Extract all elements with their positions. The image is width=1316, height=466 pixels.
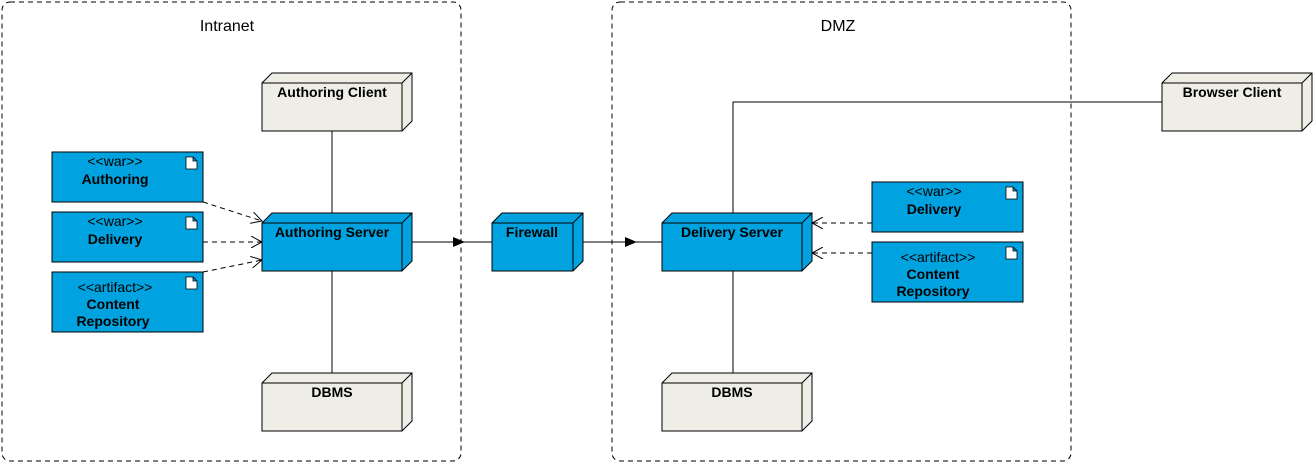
artifact-name: Authoring bbox=[82, 171, 149, 187]
artifact-stereotype: <<artifact>> bbox=[78, 279, 153, 295]
artifact-name-line1: Content bbox=[87, 296, 140, 312]
dep-content-repo bbox=[202, 260, 262, 273]
document-icon bbox=[1005, 186, 1018, 200]
artifact-stereotype: <<war>> bbox=[906, 183, 961, 199]
node-firewall: Firewall bbox=[491, 212, 584, 272]
artifact-name: Delivery bbox=[907, 201, 962, 217]
node-label: Browser Client bbox=[1183, 84, 1282, 100]
artifact-war-authoring: <<war>> Authoring bbox=[51, 151, 204, 203]
document-icon bbox=[185, 216, 198, 230]
link-delivery-browser bbox=[732, 101, 1162, 213]
connections bbox=[331, 101, 1162, 373]
node-label: Authoring Client bbox=[277, 84, 387, 100]
node-label: DBMS bbox=[711, 384, 752, 400]
document-icon bbox=[1005, 246, 1018, 260]
region-intranet: Intranet bbox=[1, 1, 462, 462]
document-icon bbox=[185, 276, 198, 290]
artifact-name: Delivery bbox=[88, 231, 143, 247]
artifact-content-repository: <<artifact>> Content Repository bbox=[51, 271, 204, 333]
node-dmz-dbms: DBMS bbox=[661, 372, 813, 432]
node-authoring-client: Authoring Client bbox=[261, 72, 413, 132]
node-label: Authoring Server bbox=[275, 224, 390, 240]
artifact-dmz-war-delivery: <<war>> Delivery bbox=[871, 181, 1024, 233]
artifact-name-line1: Content bbox=[907, 266, 960, 282]
artifact-stereotype: <<war>> bbox=[87, 213, 142, 229]
node-browser-client: Browser Client bbox=[1161, 72, 1313, 132]
region-title-dmz: DMZ bbox=[821, 18, 856, 35]
node-intranet-dbms: DBMS bbox=[261, 372, 413, 432]
dep-war-authoring bbox=[202, 201, 262, 221]
node-delivery-server: Delivery Server bbox=[661, 212, 813, 272]
artifact-war-delivery: <<war>> Delivery bbox=[51, 211, 204, 263]
dependencies bbox=[202, 201, 872, 273]
node-label: DBMS bbox=[311, 384, 352, 400]
node-label: Delivery Server bbox=[681, 224, 784, 240]
region-dmz: DMZ bbox=[611, 1, 1072, 462]
artifact-dmz-content-repository: <<artifact>> Content Repository bbox=[871, 241, 1024, 303]
artifact-stereotype: <<war>> bbox=[87, 153, 142, 169]
node-authoring-server: Authoring Server bbox=[261, 212, 413, 272]
region-title-intranet: Intranet bbox=[200, 18, 255, 35]
artifact-name-line2: Repository bbox=[76, 313, 149, 329]
artifact-name-line2: Repository bbox=[896, 283, 969, 299]
document-icon bbox=[185, 156, 198, 170]
node-label: Firewall bbox=[506, 224, 558, 240]
artifact-stereotype: <<artifact>> bbox=[901, 249, 976, 265]
